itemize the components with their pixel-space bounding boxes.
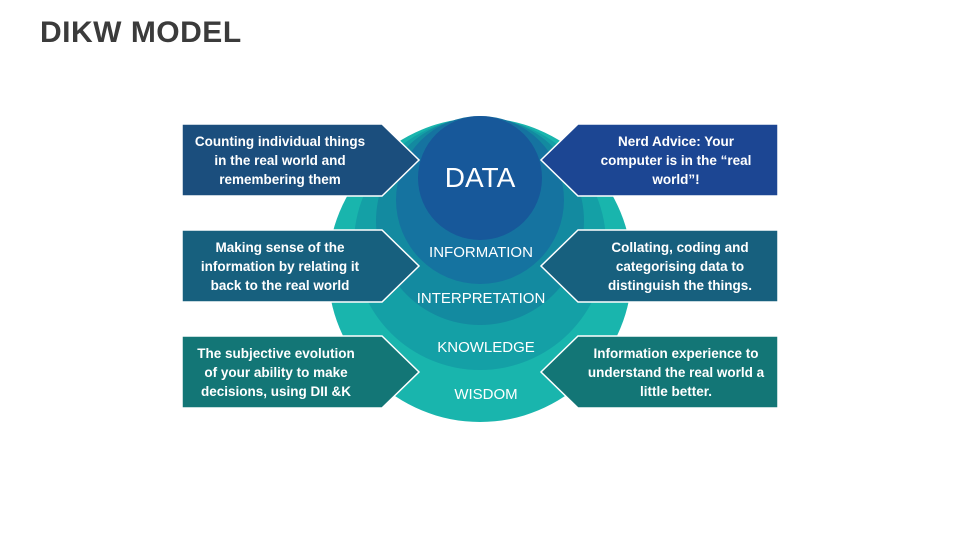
arrow-right-bottom-line-3: little better. [640, 384, 712, 399]
arrow-right-top: Nerd Advice: Your computer is in the “re… [539, 123, 779, 197]
ring-label-knowledge: KNOWLEDGE [437, 339, 535, 356]
arrow-left-bottom-line-2: of your ability to make [204, 365, 348, 380]
arrow-left-middle: Making sense of the information by relat… [181, 229, 421, 303]
arrow-right-middle-line-1: Collating, coding and [611, 240, 748, 255]
ring-label-data: DATA [445, 162, 516, 193]
arrow-left-bottom-line-3: decisions, using DII &K [201, 384, 351, 399]
arrow-left-middle-line-1: Making sense of the [215, 240, 345, 255]
arrow-right-bottom-line-1: Information experience to [593, 346, 758, 361]
arrow-right-bottom-line-2: understand the real world a [588, 365, 765, 380]
arrow-left-top-line-1: Counting individual things [195, 134, 365, 149]
ring-label-interpretation: INTERPRETATION [417, 290, 546, 307]
arrow-right-middle: Collating, coding and categorising data … [539, 229, 779, 303]
ring-data [418, 116, 542, 240]
ring-label-wisdom: WISDOM [454, 386, 517, 403]
arrow-right-middle-line-2: categorising data to [616, 259, 744, 274]
arrow-left-bottom: The subjective evolution of your ability… [181, 335, 421, 409]
arrow-left-middle-line-2: information by relating it [201, 259, 360, 274]
arrow-right-top-line-1: Nerd Advice: Your [618, 134, 735, 149]
arrow-right-bottom: Information experience to understand the… [539, 335, 779, 409]
arrow-right-middle-line-3: distinguish the things. [608, 278, 752, 293]
arrow-left-bottom-line-1: The subjective evolution [197, 346, 355, 361]
arrow-right-top-line-2: computer is in the “real [601, 153, 752, 168]
arrow-left-top-line-2: in the real world and [214, 153, 345, 168]
ring-label-information: INFORMATION [429, 244, 533, 261]
slide-title: DIKW MODEL [40, 16, 242, 49]
arrow-left-top-line-3: remembering them [219, 172, 341, 187]
arrow-right-top-line-3: world”! [651, 172, 699, 187]
arrow-left-middle-line-3: back to the real world [211, 278, 350, 293]
arrow-left-top: Counting individual things in the real w… [181, 123, 421, 197]
